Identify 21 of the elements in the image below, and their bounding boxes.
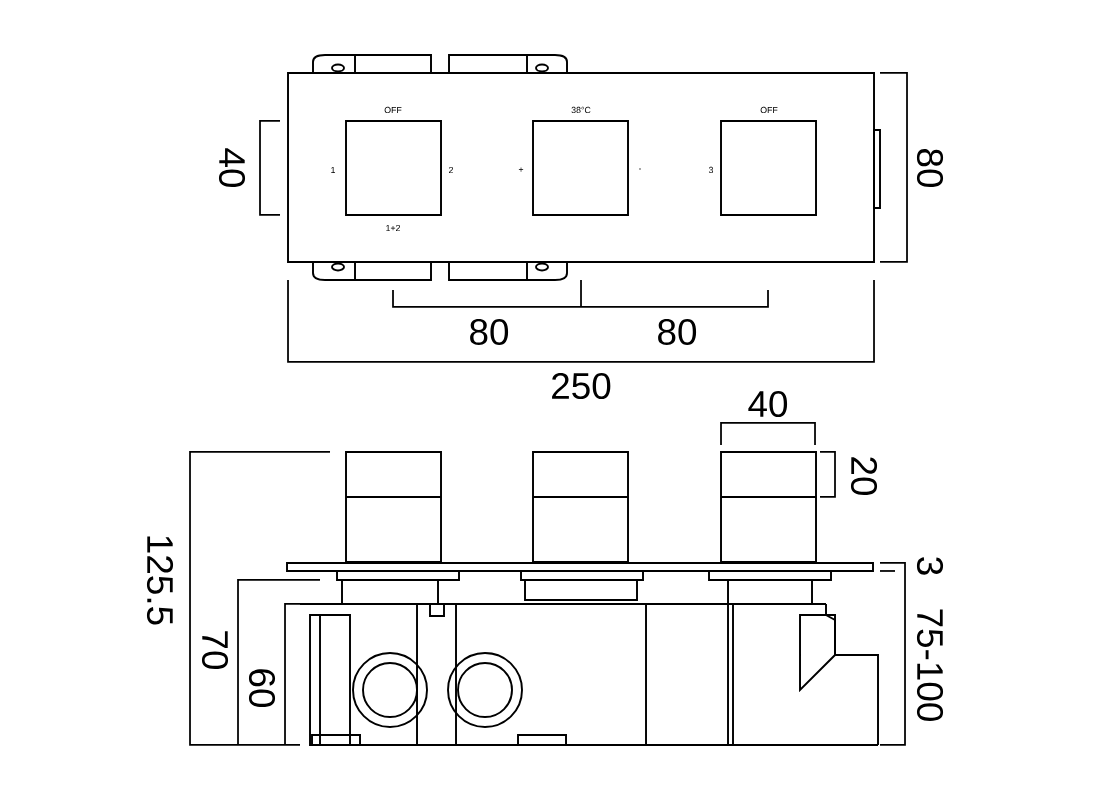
dimension-label: 80 [658,318,697,346]
dial-marking: + [518,167,524,172]
dimension-label: 75-100 [916,609,944,721]
dimension-label: 20 [850,457,878,496]
dimension-label: 125.5 [146,536,174,625]
dial-marking: OFF [384,106,402,114]
dial-marking: 1 [331,166,336,173]
dial-marking: 1+2 [386,224,400,232]
dimension-label: 70 [201,631,229,670]
dimension-label: 40 [218,148,246,188]
dimension-label: 250 [552,372,611,400]
dimension-label: 40 [748,390,788,418]
dial-marking: 2 [449,166,453,174]
dimension-label: 60 [248,669,276,708]
dial-marking: - [638,168,642,170]
dial-marking: OFF [760,106,778,114]
dimension-label: 80 [470,318,509,346]
dial-marking: 38°C [571,106,591,114]
dial-marking: 3 [708,166,714,174]
dimension-label: 80 [916,149,944,188]
dimension-label: 3 [916,557,944,575]
